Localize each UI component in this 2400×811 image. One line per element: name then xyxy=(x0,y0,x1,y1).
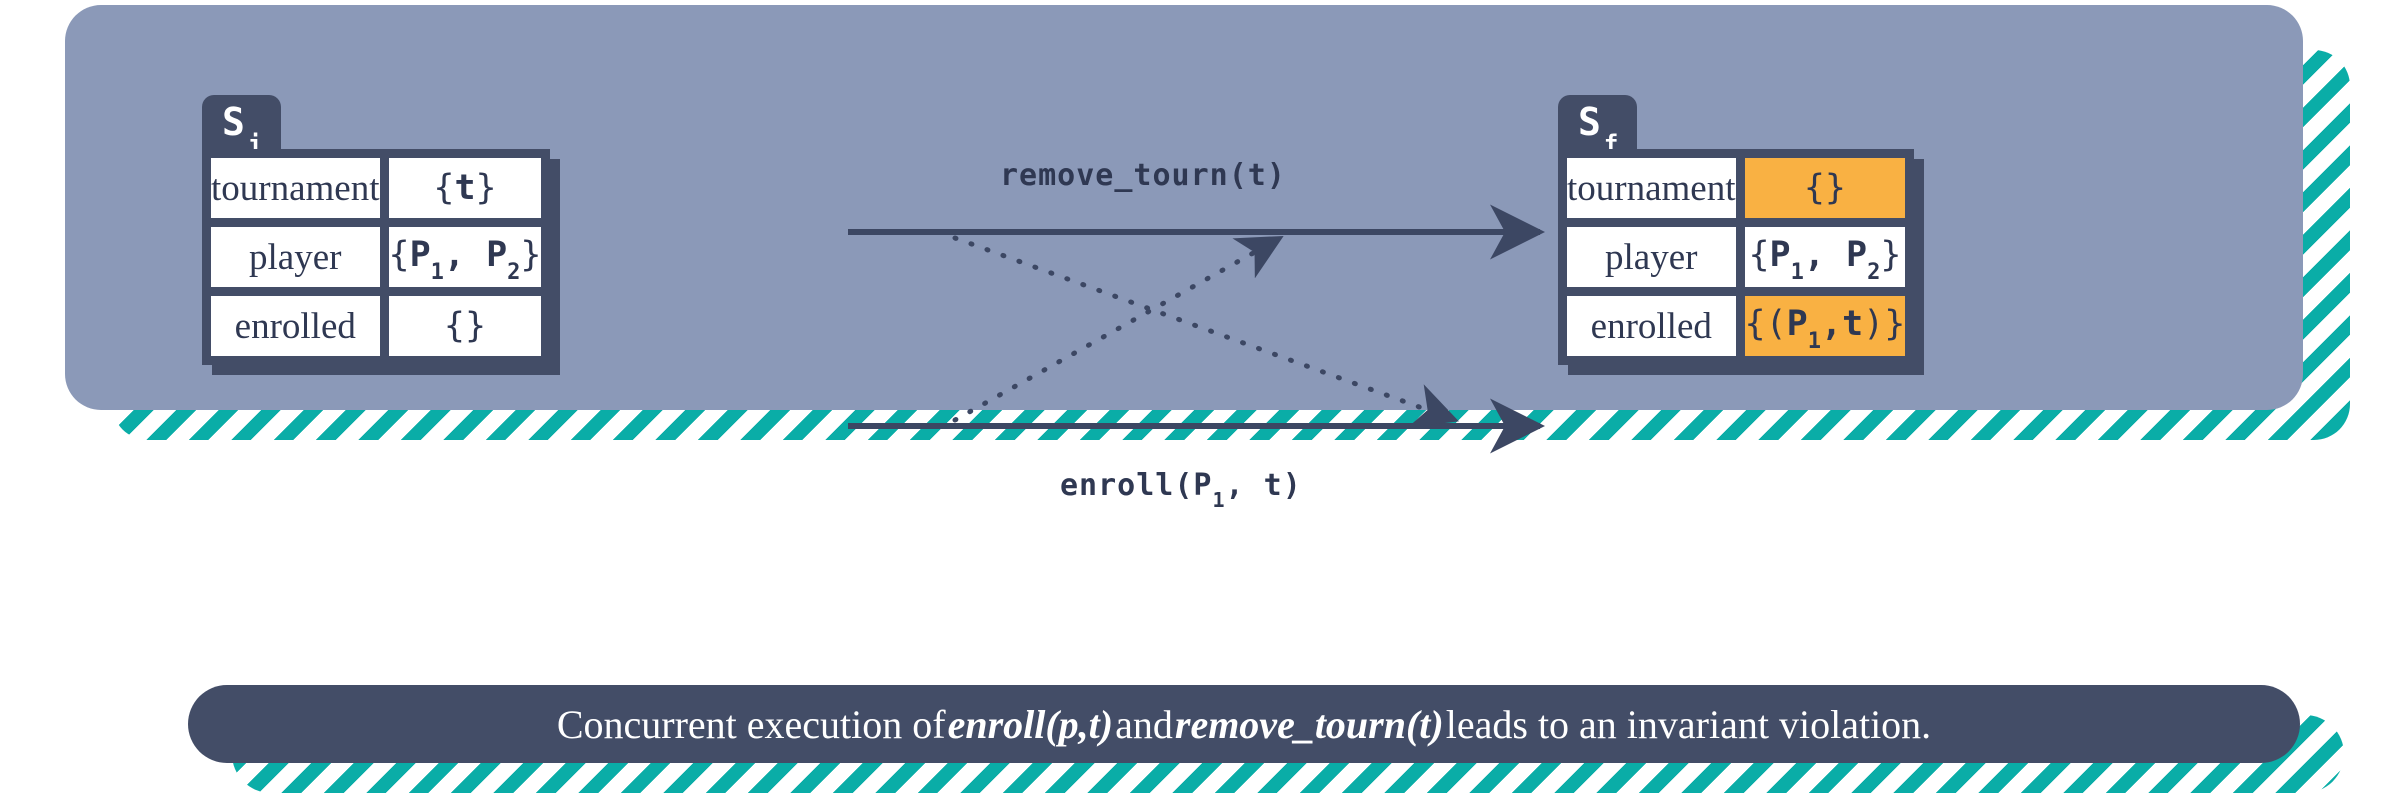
table-row: tournament {} xyxy=(1567,158,1906,218)
initial-row-key-enrolled: enrolled xyxy=(211,296,380,356)
table-row: player {P1, P2} xyxy=(211,227,542,287)
initial-row-value-tournament: {t} xyxy=(388,158,542,218)
initial-state-table-wrap: tournament {t} player {P1, P2} enrolled … xyxy=(202,149,551,365)
final-row-key-enrolled: enrolled xyxy=(1567,296,1736,356)
table-row: player {P1, P2} xyxy=(1567,227,1906,287)
initial-row-value-enrolled: {} xyxy=(388,296,542,356)
operation-label-remove-tourn: remove_tourn(t) xyxy=(1000,158,1286,193)
initial-state-table: tournament {t} player {P1, P2} enrolled … xyxy=(202,149,550,365)
final-state-table: tournament {} player {P1, P2} enrolled {… xyxy=(1558,149,1914,365)
final-row-key-tournament: tournament xyxy=(1567,158,1736,218)
final-state-tab-label: S xyxy=(1578,100,1601,144)
final-row-value-tournament: {} xyxy=(1744,158,1906,218)
initial-row-key-tournament: tournament xyxy=(211,158,380,218)
final-row-key-player: player xyxy=(1567,227,1736,287)
final-row-value-enrolled: {(P1,t)} xyxy=(1744,296,1906,356)
table-row: enrolled {(P1,t)} xyxy=(1567,296,1906,356)
final-state-table-wrap: tournament {} player {P1, P2} enrolled {… xyxy=(1558,149,1915,365)
caption-op1: enroll(p,t) xyxy=(947,701,1114,747)
caption-bar: Concurrent execution of enroll(p,t) and … xyxy=(188,685,2300,763)
initial-row-key-player: player xyxy=(211,227,380,287)
caption-part3: leads to an invariant violation. xyxy=(1445,701,1932,747)
operation-label-enroll: enroll(P1, t) xyxy=(1060,468,1302,512)
table-row: tournament {t} xyxy=(211,158,542,218)
final-row-value-player: {P1, P2} xyxy=(1744,227,1906,287)
initial-row-value-player: {P1, P2} xyxy=(388,227,542,287)
table-row: enrolled {} xyxy=(211,296,542,356)
caption-part1: Concurrent execution of xyxy=(556,701,946,747)
initial-state-tab-label: S xyxy=(222,100,245,144)
caption-part2: and xyxy=(1115,701,1173,747)
caption-op2: remove_tourn(t) xyxy=(1174,701,1444,747)
